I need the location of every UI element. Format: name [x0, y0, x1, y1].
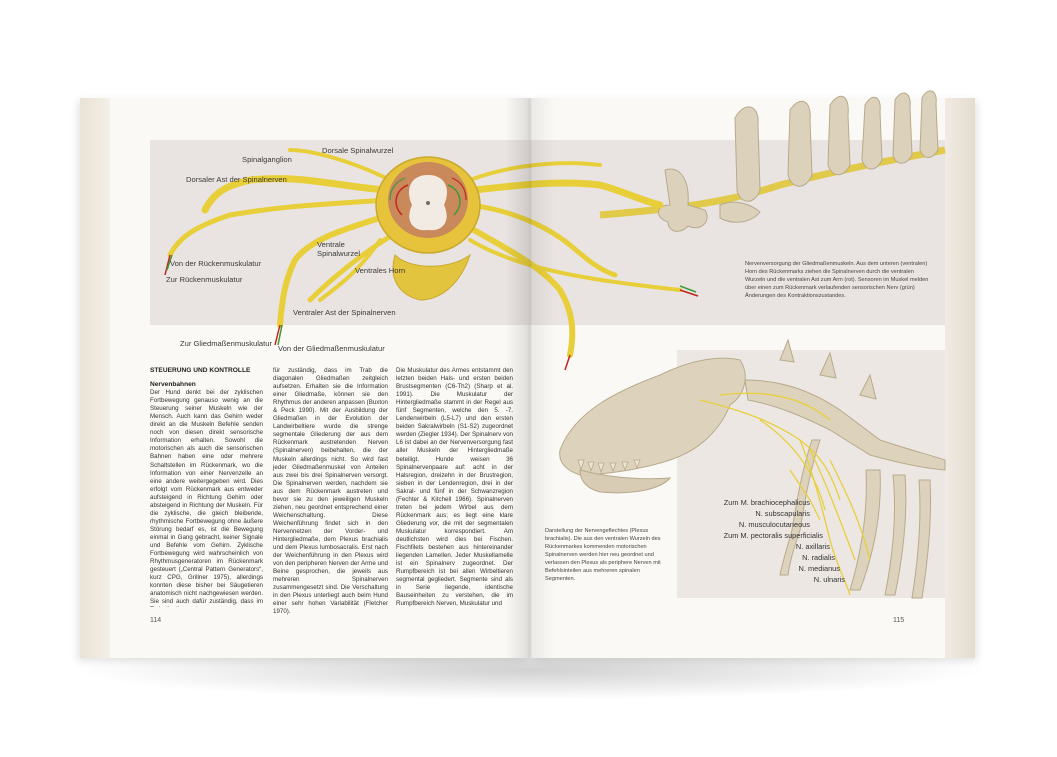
spinal-cord-section — [375, 156, 481, 301]
dog-label-radialis: N. radialis — [802, 553, 835, 562]
label-dorsaler-ast: Dorsaler Ast der Spinalnerven — [186, 175, 287, 184]
page-number-right: 115 — [893, 617, 905, 624]
dog-label-musculocutaneous: N. musculocutaneous — [738, 520, 810, 529]
spinal-nerve-bundles — [167, 148, 682, 358]
label-ventrales-horn: Ventrales Horn — [355, 266, 406, 275]
text-column-2: für zuständig, dass im Trab die diagonal… — [273, 367, 388, 617]
dog-skeleton — [559, 338, 946, 599]
spine-illustration — [599, 90, 946, 232]
label-ventrale-spinalwurzel: Ventrale Spinalwurzel — [317, 240, 361, 258]
dog-label-medianus: N. medianus — [798, 564, 841, 573]
section-heading: STEUERUNG UND KONTROLLE — [150, 367, 251, 374]
label-von-gliedmassenmuskulatur: Von der Gliedmaßenmuskulatur — [278, 344, 385, 353]
page-number-left: 114 — [150, 617, 162, 624]
label-spinalganglion: Spinalganglion — [242, 155, 292, 164]
left-page-edge — [80, 98, 110, 658]
book-gutter — [505, 98, 555, 658]
column-2-body: für zuständig, dass im Trab die diagonal… — [273, 367, 388, 616]
dog-label-ulnaris: N. ulnaris — [813, 575, 845, 584]
text-column-3: Die Muskulatur des Armes entstammt den l… — [396, 367, 513, 617]
dog-label-pectoralis: Zum M. pectoralis superficialis — [723, 531, 823, 540]
dog-label-axillaris: N. axillaris — [795, 542, 830, 551]
nerve-supply-caption: Nervenversorgung der Gliedmaßenmuskeln. … — [745, 261, 929, 299]
right-page-edge — [945, 98, 975, 658]
column-3-body: Die Muskulatur des Armes entstammt den l… — [396, 367, 513, 608]
text-column-1: STEUERUNG UND KONTROLLE Nervenbahnen Der… — [150, 367, 263, 607]
sub-heading: Nervenbahnen — [150, 381, 196, 389]
label-dorsale-spinalwurzel: Dorsale Spinalwurzel — [322, 146, 394, 155]
label-zur-rueckenmuskulatur: Zur Rückenmuskulatur — [166, 275, 243, 284]
label-von-rueckenmuskulatur: Von der Rückenmuskulatur — [170, 259, 262, 268]
label-zur-gliedmassenmuskulatur: Zur Gliedmaßenmuskulatur — [180, 339, 273, 348]
nerve-endings — [164, 254, 699, 371]
plexus-caption: Darstellung der Nervengeflechtes (Plexus… — [545, 528, 661, 582]
label-ventraler-ast: Ventraler Ast der Spinalnerven — [293, 308, 396, 317]
dog-label-brachiocephalicus: Zum M. brachiocephalicus — [723, 498, 810, 507]
dog-label-subscapularis: N. subscapularis — [755, 509, 810, 518]
column-1-body: Der Hund denkt bei der zyklischen Fortbe… — [150, 389, 263, 607]
